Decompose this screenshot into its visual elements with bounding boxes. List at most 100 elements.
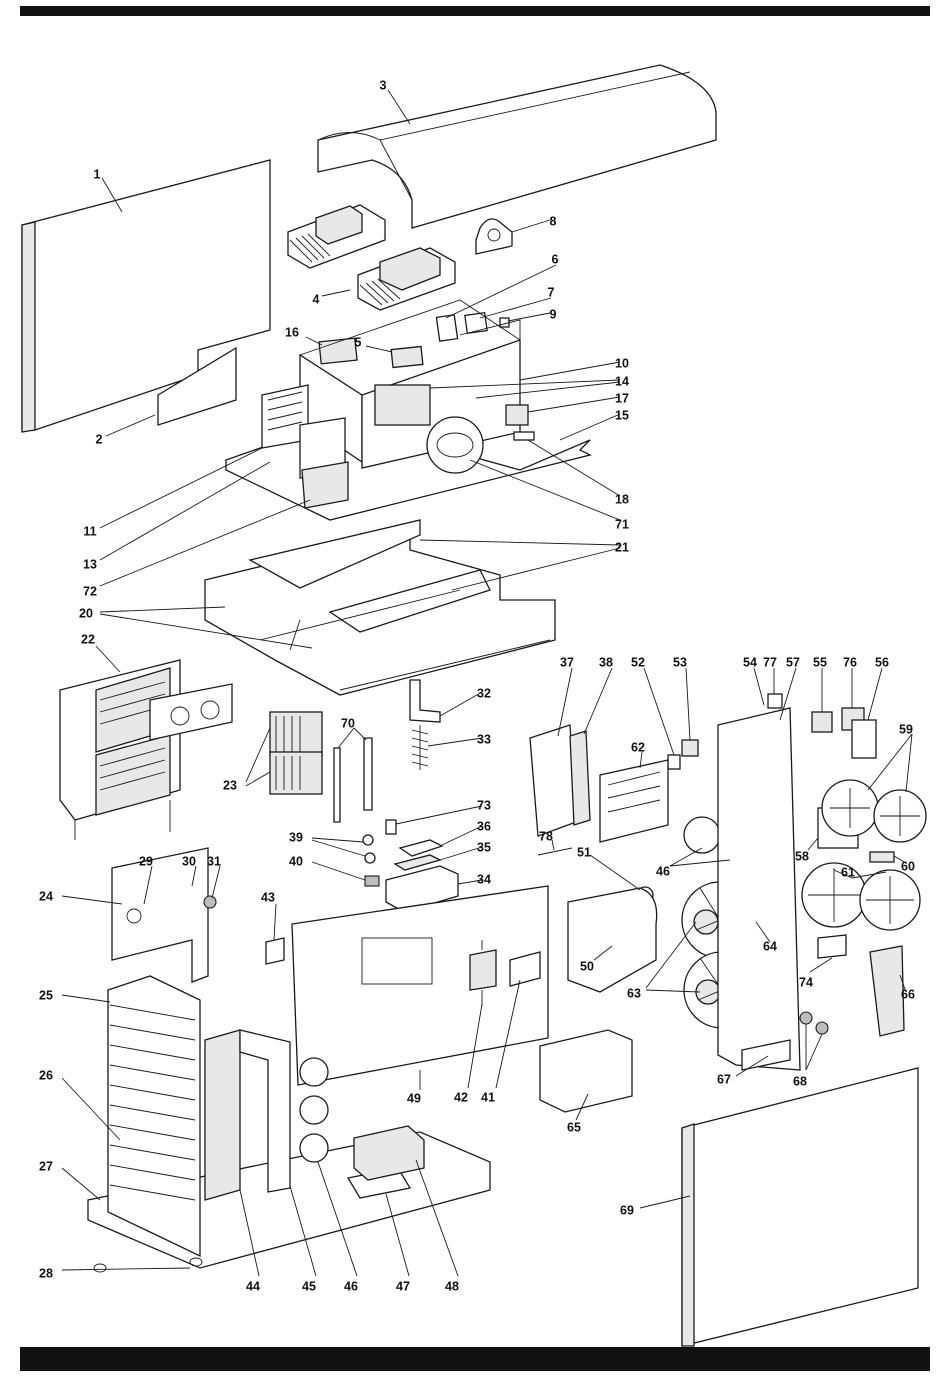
- leader-line-39: [312, 838, 363, 842]
- callout-42: 42: [454, 1090, 468, 1104]
- callout-5: 5: [355, 335, 362, 349]
- callout-33: 33: [477, 732, 491, 746]
- leader-line-59: [906, 734, 912, 792]
- callout-73: 73: [477, 798, 491, 812]
- callout-61: 61: [841, 865, 855, 879]
- callout-63: 63: [627, 986, 641, 1000]
- callout-30: 30: [182, 854, 196, 868]
- callout-31: 31: [207, 854, 221, 868]
- solenoid-42: [470, 950, 496, 990]
- callout-51: 51: [577, 845, 591, 859]
- callout-38: 38: [599, 655, 613, 669]
- leader-line-17: [528, 397, 620, 412]
- callout-32: 32: [477, 686, 491, 700]
- leader-line-15: [560, 414, 620, 440]
- callout-27: 27: [39, 1159, 53, 1173]
- leader-line-56: [868, 668, 882, 720]
- callout-66: 66: [901, 987, 915, 1001]
- callout-24: 24: [39, 889, 53, 903]
- callout-56: 56: [875, 655, 889, 669]
- brackets-70: [334, 738, 372, 822]
- callout-25: 25: [39, 988, 53, 1002]
- leader-line-32: [440, 692, 482, 716]
- leader-line-43: [274, 904, 276, 940]
- small-board-6: [436, 315, 457, 341]
- fan-ring-46b: [300, 1096, 328, 1124]
- callout-47: 47: [396, 1279, 410, 1293]
- leader-line-9: [508, 313, 550, 321]
- leader-line-35: [440, 847, 482, 860]
- callout-21: 21: [615, 540, 629, 554]
- leader-line-6: [446, 265, 556, 318]
- part-53: [682, 740, 698, 756]
- callout-1: 1: [94, 167, 101, 181]
- callout-67: 67: [717, 1072, 731, 1086]
- callout-3: 3: [380, 78, 387, 92]
- callout-29: 29: [139, 854, 153, 868]
- callout-36: 36: [477, 819, 491, 833]
- callout-17: 17: [615, 391, 629, 405]
- pcb-heatsink-top: [288, 205, 385, 268]
- callout-11: 11: [83, 524, 96, 538]
- fan-ring-46c: [300, 1134, 328, 1162]
- callout-20: 20: [79, 606, 93, 620]
- callout-37: 37: [560, 655, 574, 669]
- part-40: [365, 876, 379, 886]
- callout-57: 57: [786, 655, 800, 669]
- leader-line-10: [520, 362, 620, 380]
- tank-50: [568, 888, 657, 992]
- callout-18: 18: [615, 492, 629, 506]
- leader-line-3: [388, 90, 410, 124]
- back-panel-right: [718, 708, 800, 1070]
- leader-line-36: [442, 826, 482, 845]
- leader-line-68: [806, 1034, 822, 1070]
- part-77: [768, 694, 782, 708]
- fitting-68a: [800, 1012, 812, 1024]
- callout-53: 53: [673, 655, 687, 669]
- bracket-43: [266, 938, 284, 964]
- leader-line-8: [512, 220, 550, 232]
- callout-6: 6: [552, 252, 559, 266]
- main-transformer: [60, 660, 232, 840]
- callout-10: 10: [615, 356, 629, 370]
- callout-69: 69: [620, 1203, 634, 1217]
- callout-49: 49: [407, 1091, 421, 1105]
- parts-drawing: [22, 65, 926, 1346]
- callout-46: 46: [656, 864, 670, 878]
- leader-line-27: [62, 1168, 100, 1200]
- callout-64: 64: [763, 939, 777, 953]
- callout-22: 22: [81, 632, 95, 646]
- callout-71: 71: [615, 517, 629, 531]
- callout-43: 43: [261, 890, 275, 904]
- leader-line-51: [590, 855, 640, 890]
- top-cover: [318, 65, 716, 228]
- leader-line-39: [312, 840, 365, 856]
- part-52: [668, 755, 680, 769]
- callout-9: 9: [550, 307, 557, 321]
- leader-line-22: [96, 646, 120, 672]
- plate-56: [852, 720, 876, 758]
- leader-line-21: [420, 540, 620, 545]
- callout-8: 8: [550, 214, 557, 228]
- air-channels: [205, 520, 555, 695]
- callout-13: 13: [83, 557, 97, 571]
- leader-line-38: [584, 668, 612, 734]
- callout-26: 26: [39, 1068, 53, 1082]
- callout-34: 34: [477, 872, 491, 886]
- small-part-9: [500, 318, 509, 327]
- leader-line-2: [106, 415, 155, 436]
- box-65: [540, 1030, 632, 1112]
- callout-77: 77: [763, 655, 777, 669]
- callout-7: 7: [548, 285, 555, 299]
- cap-39a: [363, 835, 373, 845]
- callout-14: 14: [615, 374, 629, 388]
- callout-28: 28: [39, 1266, 53, 1280]
- leader-line-71: [470, 460, 620, 520]
- relay-72: [300, 418, 348, 508]
- callout-40: 40: [289, 854, 303, 868]
- leader-line-58: [808, 838, 818, 850]
- callout-48: 48: [445, 1279, 459, 1293]
- callout-74: 74: [799, 975, 813, 989]
- callout-45: 45: [302, 1279, 316, 1293]
